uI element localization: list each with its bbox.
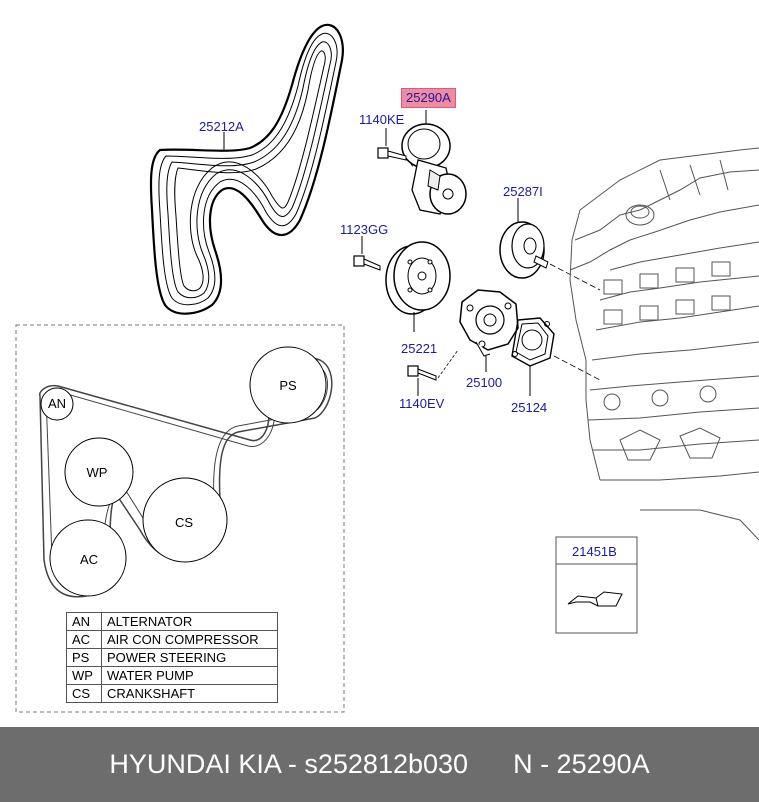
legend-row: WP WATER PUMP (66, 666, 278, 685)
serpentine-belt (149, 23, 344, 315)
pulley-an (40, 387, 74, 421)
pulley-cs-label: CS (175, 515, 193, 530)
pulley-ac (49, 519, 127, 597)
tensioner-assembly (401, 110, 467, 215)
idler-pulley (499, 198, 601, 291)
label-1140ev: 1140EV (399, 396, 445, 411)
legend-code: WP (66, 666, 102, 685)
gasket (511, 317, 601, 396)
label-25290a: 25290A (401, 88, 456, 108)
legend-row: CS CRANKSHAFT (66, 684, 278, 703)
legend-code: CS (66, 684, 102, 703)
label-21451b: 21451B (572, 544, 617, 559)
bolt-1123gg (353, 236, 381, 271)
legend-table: AN ALTERNATOR AC AIR CON COMPRESSOR PS P… (66, 612, 278, 703)
engine-block (569, 147, 759, 541)
pulley-an-label: AN (48, 396, 66, 411)
diagram-drawing: AN PS WP CS AC (15, 23, 759, 713)
sealant-tube-icon (567, 591, 623, 607)
label-1123gg: 1123GG (340, 222, 389, 237)
legend-code: PS (66, 648, 102, 667)
pulley-wp-label: WP (87, 465, 108, 480)
legend-name: ALTERNATOR (101, 612, 278, 631)
bolt-1140ev (407, 349, 459, 396)
footer-part: N - 25290A (513, 749, 650, 779)
footer-brand: HYUNDAI KIA - s252812b030 (109, 749, 469, 779)
label-25212a: 25212A (199, 119, 244, 134)
legend-name: WATER PUMP (101, 666, 278, 685)
legend-row: AN ALTERNATOR (66, 612, 278, 631)
water-pump (459, 289, 519, 372)
parts-diagram: AN PS WP CS AC 25212A 25290A 1140KE 2528… (15, 23, 759, 713)
pulley-ps (249, 346, 327, 424)
label-25221: 25221 (401, 341, 438, 356)
bolt-1140ke (377, 128, 415, 169)
pulley-ps-label: PS (279, 378, 297, 393)
legend-name: AIR CON COMPRESSOR (101, 630, 278, 649)
water-pump-pulley (385, 241, 451, 332)
legend-name: CRANKSHAFT (101, 684, 278, 703)
legend-row: AC AIR CON COMPRESSOR (66, 630, 278, 649)
footer-gap (468, 749, 513, 780)
label-1140ke: 1140KE (359, 112, 405, 127)
label-25100: 25100 (466, 375, 503, 390)
legend-code: AC (66, 630, 102, 649)
label-25287i: 25287I (503, 184, 543, 199)
legend-row: PS POWER STEERING (66, 648, 278, 667)
pulley-wp (64, 437, 134, 507)
legend-code: AN (66, 612, 102, 631)
pulley-ac-label: AC (80, 552, 98, 567)
footer-bar: HYUNDAI KIA - s252812b030 N - 25290A (0, 727, 759, 802)
legend-name: POWER STEERING (101, 648, 278, 667)
label-25124: 25124 (511, 400, 548, 415)
pulley-cs (142, 477, 228, 563)
schematic-frame (15, 324, 345, 713)
sealant-box (555, 536, 638, 634)
